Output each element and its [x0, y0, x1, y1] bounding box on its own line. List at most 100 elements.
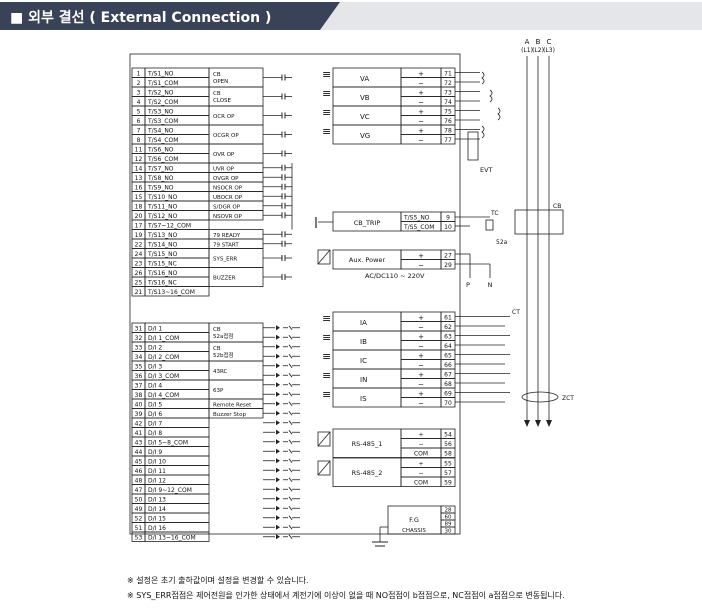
minus-sign: − — [418, 137, 424, 145]
terminal-number: 52 — [135, 515, 143, 522]
terminal-number: 12 — [135, 156, 143, 163]
function-label: Buzzer Stop — [213, 412, 246, 418]
terminal-name: T/S2_NO — [147, 89, 174, 96]
phase-label: A — [525, 38, 530, 46]
coil-icon: ≡ — [322, 87, 331, 100]
terminal-number-cell — [440, 447, 456, 458]
terminal-number: 50 — [135, 496, 143, 503]
di-switch-symbol — [288, 496, 293, 502]
function-label: UBOCR OP — [213, 195, 243, 201]
optocoupler-icon — [276, 391, 280, 397]
phase-sub-label: (L3) — [543, 47, 555, 54]
function-label: CB — [213, 72, 221, 78]
di-switch-symbol — [288, 458, 293, 464]
terminal-number: 72 — [444, 80, 452, 87]
di-switch-symbol — [288, 344, 293, 350]
terminal-name: D/I 5 — [148, 401, 162, 408]
optocoupler-icon — [276, 486, 280, 492]
minus-sign: − — [418, 262, 424, 270]
header-bar — [0, 2, 702, 30]
terminal-number: 4 — [137, 99, 141, 106]
terminal-number: 73 — [444, 90, 452, 97]
rs485-label: RS-485_1 — [352, 440, 383, 448]
terminal-number: 29 — [444, 262, 452, 269]
comm-symbol-box — [317, 431, 331, 447]
terminal-number: 63 — [444, 334, 452, 341]
terminal-number: 7 — [137, 127, 141, 134]
di-switch-symbol — [288, 505, 293, 511]
signal-label: − — [418, 470, 423, 477]
aux-spec: AC/DC110 ~ 220V — [365, 272, 425, 280]
terminal-number: 26 — [135, 270, 143, 277]
chassis-label: CHASSIS — [402, 528, 426, 534]
terminal-name: T/S1_NO — [147, 70, 174, 77]
signal-label: COM — [414, 451, 428, 458]
trip-name: T/S5_NO — [403, 215, 430, 222]
optocoupler-icon — [276, 420, 280, 426]
cb-box — [514, 209, 564, 235]
zct-label: ZCT — [562, 395, 574, 402]
function-label: 52a접점 — [213, 332, 234, 340]
terminal-number: 11 — [135, 146, 143, 153]
trip-name: T/S5_COM — [403, 224, 434, 231]
terminal-number: 44 — [135, 449, 143, 456]
terminal-name: D/I 12 — [148, 477, 166, 484]
plus-sign: + — [418, 89, 424, 97]
transformer-coil-icon — [497, 107, 501, 121]
terminal-number: 35 — [135, 363, 143, 370]
terminal-number: 78 — [444, 128, 452, 135]
optocoupler-icon — [276, 401, 280, 407]
terminal-number: 75 — [444, 109, 452, 116]
minus-sign: − — [418, 362, 424, 370]
power-symbol-box — [317, 249, 331, 265]
terminal-name: D/I 7 — [148, 420, 162, 427]
voltage-label: VC — [360, 113, 370, 121]
terminal-name: D/I 13~16_COM — [148, 534, 196, 541]
terminal-number: 10 — [444, 224, 452, 231]
function-label: CLOSE — [213, 98, 232, 104]
terminal-number: 14 — [135, 165, 143, 172]
terminal-number: 49 — [135, 506, 143, 513]
terminal-number: 57 — [444, 470, 452, 477]
di-switch-symbol — [288, 448, 293, 454]
function-label: Remote Reset — [213, 402, 252, 408]
terminal-number: 22 — [135, 241, 143, 248]
terminal-name: T/S12_NO — [147, 213, 178, 220]
terminal-name: T/S4_NO — [147, 127, 174, 134]
terminal-number: 41 — [135, 430, 143, 437]
plus-sign: + — [418, 252, 424, 260]
terminal-name: D/I 14 — [148, 506, 166, 513]
terminal-number: 51 — [135, 525, 143, 532]
minus-sign: − — [418, 400, 424, 408]
minus-sign: − — [418, 324, 424, 332]
terminal-number: 2 — [137, 80, 141, 87]
function-label: SYS_ERR — [213, 257, 237, 263]
arrow-down-icon — [546, 420, 552, 427]
terminal-number: 34 — [135, 354, 143, 361]
terminal-name: T/S14_NO — [147, 241, 178, 248]
terminal-number: 5 — [137, 108, 141, 115]
optocoupler-icon — [276, 458, 280, 464]
fg-label: F.G — [409, 516, 419, 524]
terminal-number: 58 — [444, 451, 452, 458]
di-switch-symbol — [288, 401, 293, 407]
terminal-name: T/S16_NC — [147, 279, 177, 286]
plus-sign: + — [418, 127, 424, 135]
terminal-number: 47 — [135, 487, 143, 494]
plus-sign: + — [418, 314, 424, 322]
arrow-down-icon — [524, 420, 530, 427]
terminal-name: D/I 2 — [148, 344, 162, 351]
function-label: OCGR OP — [213, 133, 239, 139]
terminal-name: D/I 1 — [148, 325, 162, 332]
optocoupler-icon — [276, 448, 280, 454]
terminal-number: 68 — [444, 381, 452, 388]
voltage-label: VA — [360, 75, 369, 83]
current-label: IS — [360, 395, 367, 403]
function-label: OVGR OP — [213, 176, 239, 182]
terminal-number: 30 — [445, 529, 452, 535]
terminal-number: 66 — [444, 362, 452, 369]
di-switch-symbol — [288, 524, 293, 530]
ct-label: CT — [512, 309, 520, 316]
terminal-number: 89 — [445, 522, 452, 528]
